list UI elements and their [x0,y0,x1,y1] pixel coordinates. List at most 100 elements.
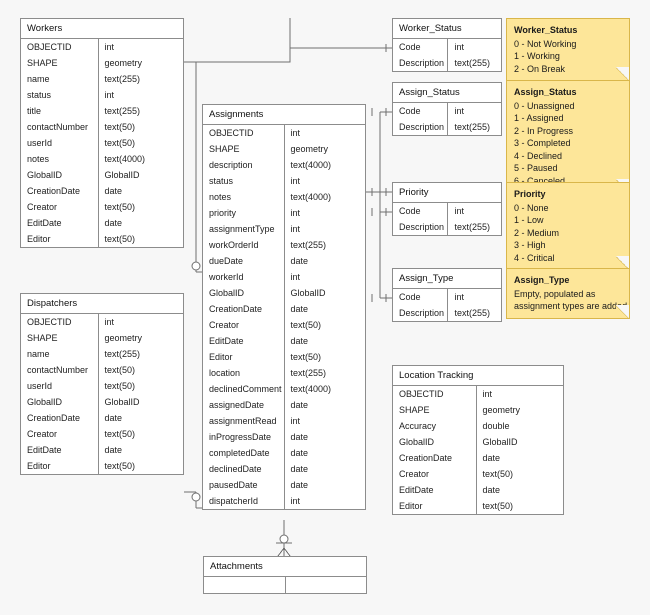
field-type: GlobalID [482,437,518,447]
field-name: EditDate [393,482,477,498]
field-type: date [290,464,309,474]
field-type: date [290,304,309,314]
field-name: Creator [21,426,99,442]
field-type: date [104,445,123,455]
field-type: text(4000) [290,192,332,202]
entity-title: Worker_Status [393,19,501,39]
field-name: Accuracy [393,418,477,434]
field-type: int [290,176,301,186]
field-type: int [290,208,301,218]
entity-title: Assign_Type [393,269,501,289]
field-type: text(50) [104,365,136,375]
field-name: status [203,173,285,189]
entity-field-row: status int [203,173,365,189]
entity-attachments[interactable]: Attachments [203,556,367,594]
note-title: Assign_Status [514,87,577,97]
field-type: int [454,206,464,216]
field-type: double [482,421,510,431]
field-type: text(255) [454,122,491,132]
note-line: 0 - None [514,202,549,213]
field-type: date [290,480,309,490]
field-name: CreationDate [203,301,285,317]
field-type: text(50) [104,138,136,148]
field-name: title [21,103,99,119]
entity-field-row: OBJECTID int [203,125,365,141]
field-name: name [21,346,99,362]
field-type: text(4000) [104,154,146,164]
field-name: status [21,87,99,103]
field-type: text(4000) [290,384,332,394]
field-name: OBJECTID [21,314,99,330]
entity-field-row: OBJECTID int [21,314,183,330]
field-type: text(50) [290,320,322,330]
field-name: GlobalID [393,434,477,450]
note-line: 0 - Unassigned [514,100,575,111]
field-type: geometry [104,333,143,343]
field-name: Editor [203,349,285,365]
entity-field-row: GlobalID GlobalID [21,394,183,410]
field-type: geometry [482,405,521,415]
note-line: 1 - Low [514,215,544,225]
field-name: priority [203,205,285,221]
note-line: Empty, populated as [514,288,596,299]
entity-title: Assignments [203,105,365,125]
field-type: int [290,128,301,138]
field-name: GlobalID [21,394,99,410]
field-type: text(255) [454,222,491,232]
field-type: text(50) [104,461,136,471]
field-name: OBJECTID [203,125,285,141]
field-name: Code [393,203,449,219]
field-name: GlobalID [203,285,285,301]
entity-title: Workers [21,19,183,39]
note-line: 1 - Working [514,51,560,61]
field-name: contactNumber [21,362,99,378]
field-type: GlobalID [104,397,140,407]
field-type: date [290,400,309,410]
note-line: 3 - High [514,240,546,250]
field-type: int [290,496,301,506]
note-line: 3 - Completed [514,138,571,148]
field-name: name [21,71,99,87]
field-name: Creator [21,199,99,215]
field-type: text(255) [454,308,491,318]
field-name: CreationDate [21,183,99,199]
note-line: 5 - Paused [514,163,558,173]
field-name: inProgressDate [203,429,285,445]
field-type: int [104,317,115,327]
field-name: Editor [21,458,99,474]
field-type: text(255) [454,58,491,68]
note-line: 6 - Canceled [514,175,566,186]
